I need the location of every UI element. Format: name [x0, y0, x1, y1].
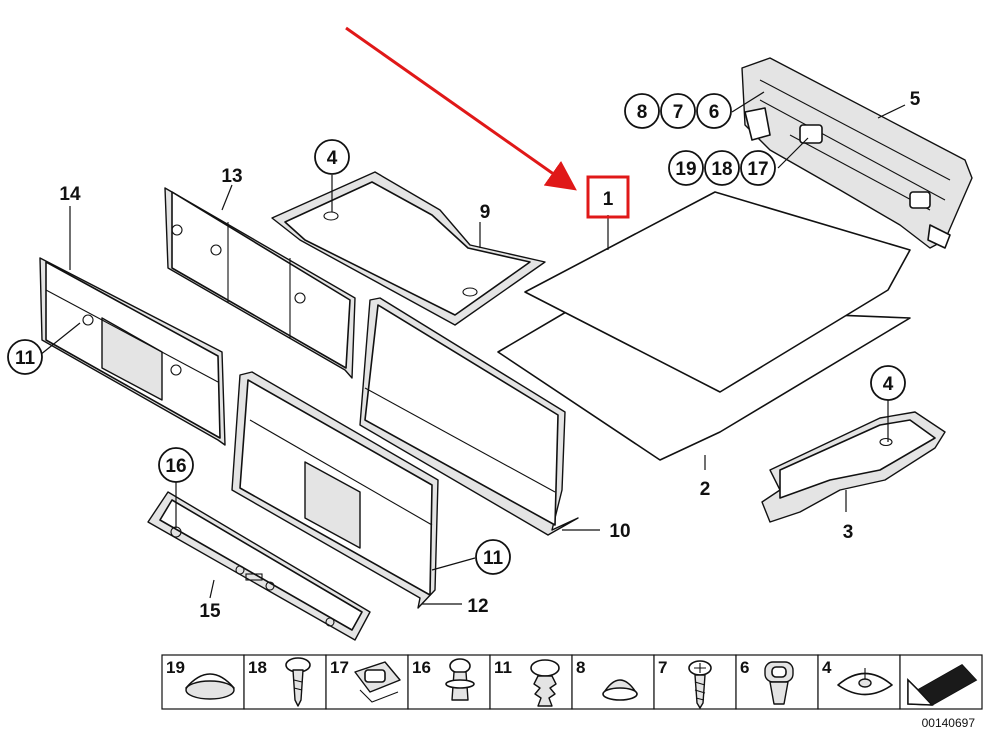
svg-text:18: 18	[248, 658, 267, 677]
circled-callouts: 4 4 8 7 6 19 18 17	[7, 93, 906, 575]
svg-text:19: 19	[675, 159, 696, 180]
callout-15[interactable]: 15	[199, 601, 221, 622]
legend-item-11[interactable]: 11	[489, 654, 573, 710]
fastener-legend: 19 18 17	[161, 654, 983, 710]
support-bracket-part-3	[761, 411, 946, 523]
svg-text:6: 6	[709, 102, 720, 123]
callout-4-right[interactable]: 4	[870, 365, 906, 401]
screw-icon	[688, 660, 712, 709]
callout-12[interactable]: 12	[467, 596, 488, 617]
callout-labels: 1 2 3 5 9 10 12 13 14 15	[59, 89, 920, 622]
svg-text:7: 7	[673, 102, 684, 123]
legend-item-17[interactable]: 17	[325, 654, 409, 710]
svg-text:8: 8	[576, 658, 585, 677]
svg-text:17: 17	[330, 658, 349, 677]
callout-18[interactable]: 18	[704, 150, 740, 186]
callout-6[interactable]: 6	[696, 93, 732, 129]
blind-plug-icon	[602, 679, 638, 701]
floor-mat-part-1	[524, 191, 911, 393]
legend-item-6[interactable]: 6	[735, 654, 819, 710]
leader-lines	[39, 91, 906, 605]
bulkhead-trim-part-12	[231, 371, 439, 609]
floor-panel-part-9	[271, 171, 546, 326]
callout-16[interactable]: 16	[158, 447, 194, 483]
callout-11-center[interactable]: 11	[475, 539, 511, 575]
push-rivet-icon	[445, 658, 475, 701]
callout-7[interactable]: 7	[660, 93, 696, 129]
grommet-icon	[764, 661, 794, 705]
callout-4-top[interactable]: 4	[314, 139, 350, 175]
svg-text:8: 8	[637, 102, 648, 123]
legend-item-19[interactable]: 19	[161, 654, 245, 710]
legend-item-4[interactable]: 4	[817, 654, 901, 710]
side-trim-part-14	[39, 257, 226, 446]
highlight-arrow	[345, 26, 577, 191]
rear-panel-trim-part-5	[741, 57, 973, 249]
svg-text:11: 11	[15, 348, 36, 369]
svg-text:11: 11	[494, 658, 512, 677]
legend-item-18[interactable]: 18	[243, 654, 327, 710]
document-number: 00140697	[922, 716, 976, 730]
legend-item-8[interactable]: 8	[571, 654, 655, 710]
callout-9[interactable]: 9	[480, 202, 491, 223]
direction-arrow-cell	[899, 654, 983, 710]
callout-13[interactable]: 13	[221, 166, 242, 187]
svg-text:18: 18	[711, 159, 732, 180]
clip-nut-icon	[354, 661, 401, 703]
svg-text:16: 16	[165, 456, 186, 477]
svg-text:11: 11	[483, 548, 504, 569]
svg-text:6: 6	[740, 658, 749, 677]
highlight-box	[586, 175, 630, 219]
legend-item-16[interactable]: 16	[407, 654, 491, 710]
svg-text:4: 4	[822, 658, 832, 677]
callout-19[interactable]: 19	[668, 150, 704, 186]
rear-trim-part-10	[359, 297, 579, 536]
callout-2[interactable]: 2	[700, 479, 711, 500]
callout-14[interactable]: 14	[59, 184, 81, 205]
fir-tree-clip-icon	[530, 659, 560, 707]
forward-arrow-icon	[907, 663, 978, 706]
callout-8[interactable]: 8	[624, 93, 660, 129]
svg-text:19: 19	[166, 658, 185, 677]
plug-cap-icon	[185, 673, 235, 700]
expanding-rivet-icon	[285, 657, 311, 707]
callout-1[interactable]: 1	[603, 189, 614, 210]
sill-strip-part-15	[147, 491, 371, 641]
svg-text:4: 4	[327, 148, 338, 169]
callout-5[interactable]: 5	[910, 89, 921, 110]
svg-text:17: 17	[747, 159, 768, 180]
svg-text:4: 4	[883, 374, 894, 395]
svg-text:16: 16	[412, 658, 431, 677]
side-trim-part-13	[164, 187, 356, 379]
callout-10[interactable]: 10	[609, 521, 630, 542]
callout-3[interactable]: 3	[843, 522, 854, 543]
legend-item-7[interactable]: 7	[653, 654, 737, 710]
callout-11-left[interactable]: 11	[7, 339, 43, 375]
callout-17[interactable]: 17	[740, 150, 776, 186]
expanding-nut-icon	[837, 668, 893, 696]
svg-text:7: 7	[658, 658, 667, 677]
